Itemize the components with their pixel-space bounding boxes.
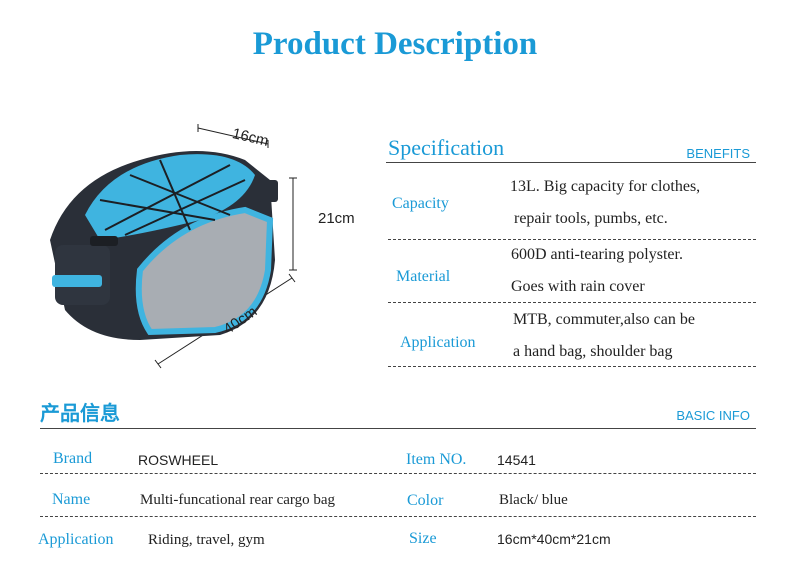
spec-capacity-line2: repair tools, pumbs, etc. xyxy=(514,210,668,227)
basic-info-divider xyxy=(40,428,756,429)
info-row-divider xyxy=(40,473,756,474)
spec-row-divider xyxy=(388,239,756,240)
spec-capacity-line1: 13L. Big capacity for clothes, xyxy=(510,178,701,195)
spec-application-line1: MTB, commuter,also can be xyxy=(513,311,695,328)
info-label-application: Application xyxy=(38,531,114,548)
benefits-tag: BENEFITS xyxy=(686,146,750,161)
info-label-name: Name xyxy=(52,491,91,508)
basic-info-tag: BASIC INFO xyxy=(676,408,750,423)
bungee-cord xyxy=(99,159,246,236)
spec-label-capacity: Capacity xyxy=(392,195,449,212)
spec-material-line2: Goes with rain cover xyxy=(511,278,645,295)
info-label-brand: Brand xyxy=(53,450,93,467)
spec-row-divider xyxy=(388,302,756,303)
info-label-size: Size xyxy=(409,530,437,547)
info-value-color: Black/ blue xyxy=(499,492,568,508)
info-label-item-no: Item NO. xyxy=(406,451,467,468)
info-label-color: Color xyxy=(407,492,444,509)
spec-label-application: Application xyxy=(400,334,476,351)
handle xyxy=(90,236,118,246)
info-value-application: Riding, travel, gym xyxy=(148,532,265,548)
height-label: 21cm xyxy=(318,210,355,227)
spec-label-material: Material xyxy=(396,268,451,285)
info-value-name: Multi-funcational rear cargo bag xyxy=(140,492,336,508)
info-value-item-no: 14541 xyxy=(497,452,536,468)
spec-application-line2: a hand bag, shoulder bag xyxy=(513,343,673,360)
basic-info-heading: 产品信息 xyxy=(40,401,120,425)
spec-material-line1: 600D anti-tearing polyster. xyxy=(511,246,683,263)
product-image xyxy=(50,124,297,369)
specification-heading: Specification xyxy=(388,135,505,160)
info-value-brand: ROSWHEEL xyxy=(138,452,219,468)
info-value-size: 16cm*40cm*21cm xyxy=(497,531,611,547)
spec-divider xyxy=(386,162,756,163)
spec-row-divider xyxy=(388,366,756,367)
info-row-divider xyxy=(40,516,756,517)
page-title: Product Description xyxy=(252,26,538,62)
